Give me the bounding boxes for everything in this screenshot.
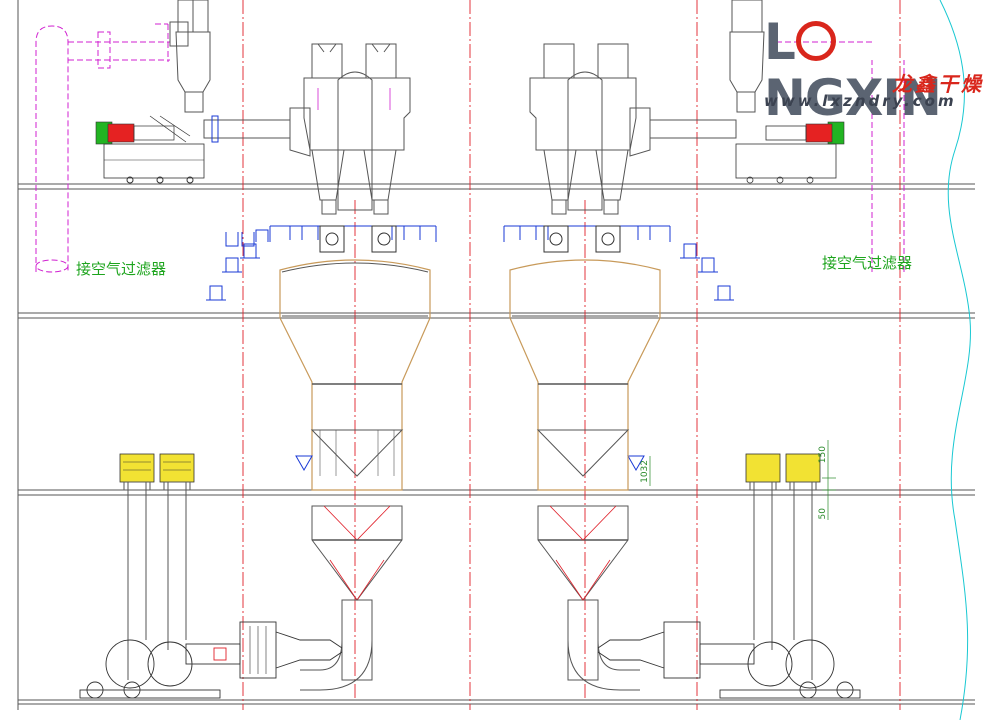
left-blue-valves bbox=[206, 225, 437, 301]
left-filter-label: 接空气过滤器 bbox=[76, 260, 167, 278]
brand-chinese-name: 龙鑫干燥 bbox=[892, 72, 984, 96]
brand-logo: LNGXIN 龙鑫干燥 www.lxzndry.com bbox=[764, 13, 992, 126]
left-collector-vessel bbox=[279, 259, 431, 691]
right-half-mirror bbox=[503, 0, 905, 699]
left-bag-filters bbox=[119, 453, 195, 680]
right-filter-label: 接空气过滤器 bbox=[822, 254, 913, 272]
left-rotary-valves bbox=[319, 225, 397, 253]
left-cyclone-detail bbox=[317, 88, 391, 110]
dimension-150: 150 bbox=[818, 446, 828, 464]
left-bottom-fan bbox=[79, 621, 343, 699]
brand-suffix: NGXIN bbox=[764, 69, 942, 127]
logo-globe-icon bbox=[795, 21, 836, 61]
brand-wordmark: LNGXIN bbox=[764, 13, 992, 126]
left-duct-to-cyclones bbox=[203, 107, 311, 157]
dimension-50: 50 bbox=[818, 508, 828, 520]
brand-website: www.lxzndry.com bbox=[764, 92, 957, 110]
left-feed-hopper bbox=[169, 0, 211, 113]
left-air-duct bbox=[35, 23, 170, 273]
brand-prefix: L bbox=[764, 13, 796, 71]
left-cyclone-group bbox=[303, 43, 411, 215]
axis-centerlines bbox=[242, 0, 901, 710]
left-blower-unit bbox=[95, 115, 205, 184]
dimension-lines bbox=[649, 440, 836, 520]
dimension-1032: 1032 bbox=[640, 460, 650, 483]
break-line bbox=[939, 0, 971, 721]
